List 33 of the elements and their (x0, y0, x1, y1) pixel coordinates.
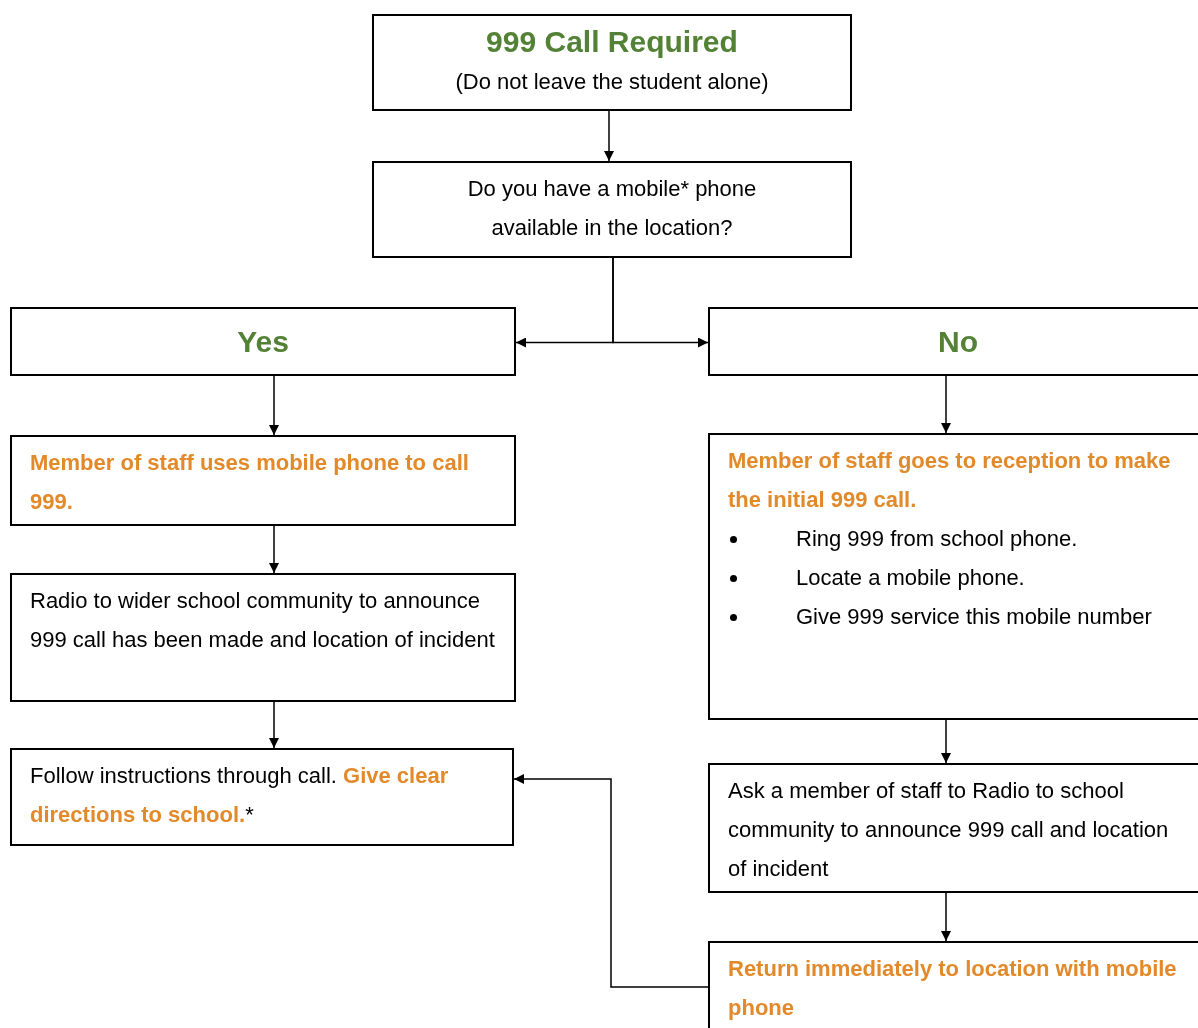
action-text: Return immediately to location with mobile phone (728, 955, 1178, 1022)
step-text: Ask a member of staff to Radio to school community to announce 999 call and location of incident (728, 777, 1170, 883)
arrow (941, 719, 951, 764)
header-box (372, 14, 852, 111)
bullet-item: Ring 999 from school phone. (774, 519, 1188, 558)
action-box (10, 435, 516, 526)
action-box (708, 433, 1198, 720)
step-text: Follow instructions through call. Give clear directions to school.* (30, 762, 450, 829)
question-box (372, 161, 852, 258)
subheading: (Do not leave the student alone) (454, 68, 770, 96)
answer-label: No (937, 324, 979, 360)
bullet-item: Give 999 service this mobile number (774, 597, 1188, 636)
arrow (269, 375, 279, 436)
action-text: Member of staff uses mobile phone to call 999. (30, 449, 470, 516)
arrow (269, 525, 279, 574)
arrow (513, 774, 709, 988)
arrow (941, 375, 951, 434)
action-text: Member of staff goes to reception to make the initial 999 call. (728, 447, 1172, 514)
process-box (10, 748, 514, 846)
question-text: Do you have a mobile* phone available in the location? (466, 175, 758, 242)
step-text: Radio to wider school community to announce 999 call has been made and location of incident (30, 587, 496, 654)
answer-label: Yes (236, 324, 290, 360)
answer-box (10, 307, 516, 376)
action-box (708, 941, 1198, 1028)
process-box (708, 763, 1198, 893)
arrow (612, 257, 709, 348)
heading: 999 Call Required (485, 24, 739, 60)
bullet-item: Locate a mobile phone. (774, 558, 1188, 597)
process-box (10, 573, 516, 702)
answer-box (708, 307, 1198, 376)
arrow (941, 892, 951, 942)
arrow (604, 110, 614, 162)
arrow (269, 701, 279, 749)
